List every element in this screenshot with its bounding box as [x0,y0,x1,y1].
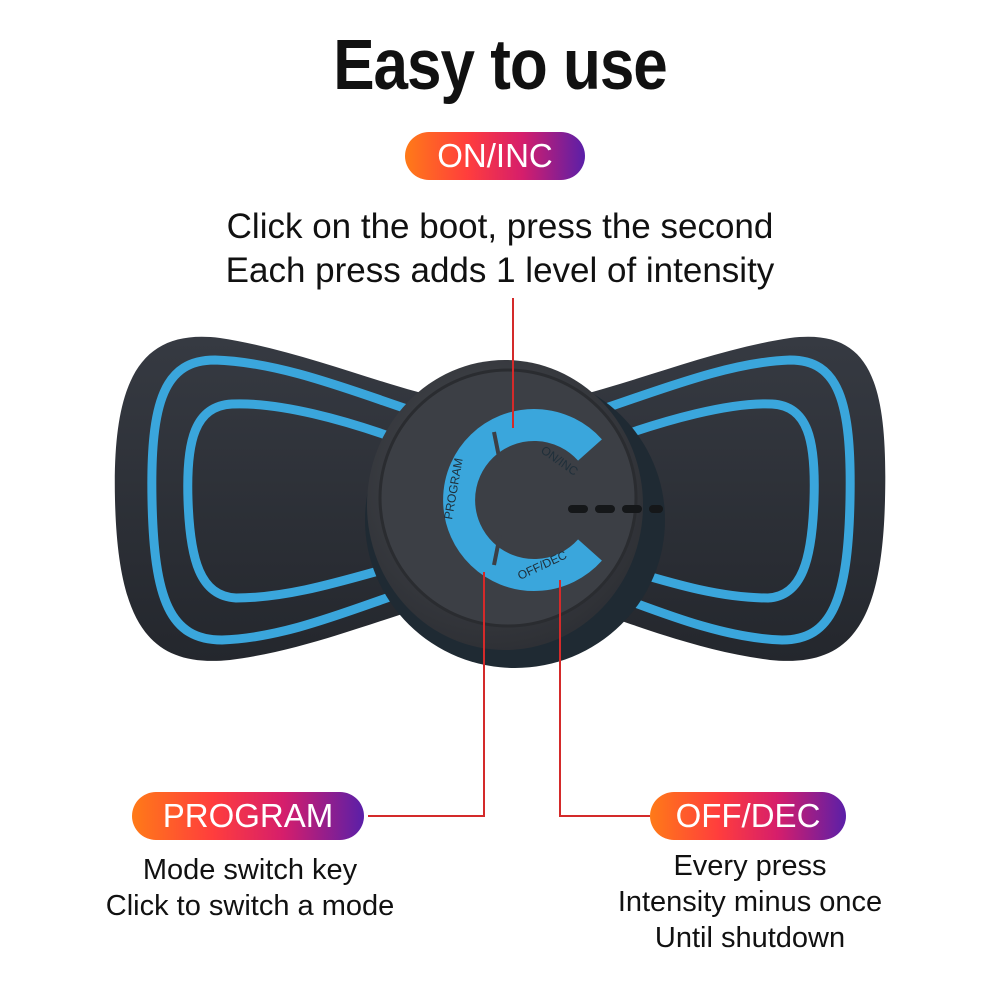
on-inc-description-line: Click on the boot, press the second [226,207,774,246]
off-dec-description: Every press Intensity minus once Until s… [560,848,940,956]
c-button-ring [443,409,602,591]
off-dec-label-pill: OFF/DEC [650,792,846,840]
page-title: Easy to use [333,25,668,106]
off-dec-leader-line [559,580,650,817]
program-leader-line [368,572,485,817]
leader-lines [368,298,650,817]
on-inc-description-line: Each press adds 1 level of intensity [225,251,775,290]
left-pad-wing [114,336,450,661]
off-dec-description-line: Until shutdown [654,922,846,954]
on-inc-label-pill: ON/INC [405,132,585,180]
program-description-line: Click to switch a mode [105,890,395,922]
program-description: Mode switch key Click to switch a mode [60,852,440,924]
program-label-pill: PROGRAM [132,792,364,840]
intensity-indicator-leds [568,505,663,513]
off-dec-description-line: Intensity minus once [617,886,883,918]
on-inc-description: Click on the boot, press the second Each… [150,205,850,293]
program-description-line: Mode switch key [142,854,358,886]
off-dec-description-line: Every press [673,850,827,882]
